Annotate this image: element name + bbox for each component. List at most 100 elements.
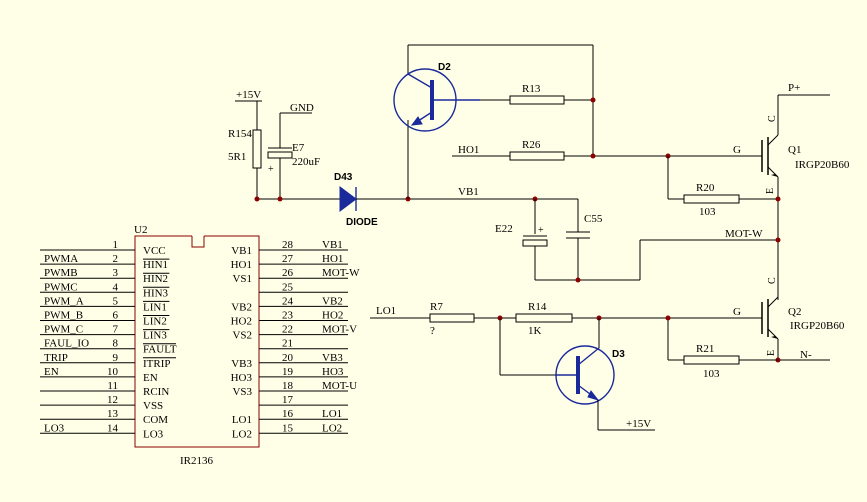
ic-pin-number: 4 [113, 281, 119, 293]
q2-ref: Q2 [788, 306, 801, 318]
ic-pin-name: VS3 [232, 386, 252, 398]
resistor-r26 [509, 151, 565, 161]
r154-ref: R154 [228, 128, 252, 140]
ic-pin-name: VB1 [231, 245, 252, 257]
capacitor-e22 [522, 239, 548, 247]
ic-pin-net: MOT-U [322, 380, 357, 392]
bootstrap-circuit: +15V R154 5R1 GND + E7 220uF D43 DIODE V… [228, 44, 778, 283]
resistor-r14 [515, 313, 573, 323]
q2-g: G [733, 306, 741, 318]
ic-pin-number: 2 [113, 253, 119, 265]
ic-pin-name: HO2 [231, 316, 252, 328]
ic-pin-name: HIN2 [143, 273, 168, 285]
ic-pin-number: 10 [107, 366, 119, 378]
r13-ref: R13 [522, 83, 541, 95]
ic-part: IR2136 [180, 455, 214, 467]
ic-pin-net: TRIP [44, 352, 68, 364]
ic-pin-number: 27 [282, 253, 294, 265]
d3-ref: D3 [612, 349, 625, 360]
igbt-q1: P+ G C E Q1 IRGP20B60 R20 103 [667, 82, 850, 300]
q1-c: C [767, 115, 778, 122]
ic-pin-number: 11 [107, 380, 118, 392]
ic-pin-name: EN [143, 372, 158, 384]
ic-pin-name: VS2 [232, 330, 252, 342]
ic-pin-number: 3 [113, 267, 119, 279]
ic-pin-number: 16 [282, 408, 294, 420]
capacitor-e7 [267, 151, 293, 159]
ic-pin-number: 7 [113, 324, 119, 336]
ic-pin-net: MOT-V [322, 324, 357, 336]
e22-plus: + [538, 225, 544, 236]
ic-pin-name: VS1 [232, 273, 252, 285]
r14-value: 1K [528, 325, 542, 337]
ic-pin-name: LO3 [143, 428, 164, 440]
ic-pin-net: HO3 [322, 366, 344, 378]
ic-pin-number: 17 [282, 394, 294, 406]
ic-pin-net: PWMC [44, 281, 78, 293]
ic-pin-name: RCIN [143, 386, 169, 398]
ic-pin-name: LO1 [232, 414, 252, 426]
q1-part: IRGP20B60 [795, 159, 850, 171]
r7-ref: R7 [430, 301, 443, 313]
resistor-r13 [509, 95, 565, 105]
ic-pin-net: LO3 [44, 422, 65, 434]
e7-value: 220uF [292, 156, 320, 168]
ic-pin-net: LO1 [322, 408, 342, 420]
ic-pin-name: ITRIP [143, 358, 171, 370]
net-pplus: P+ [788, 82, 800, 94]
ic-pin-net: VB1 [322, 239, 343, 251]
ic-pin-number: 15 [282, 422, 294, 434]
ic-pin-net: PWMB [44, 267, 78, 279]
q2-part: IRGP20B60 [790, 320, 845, 332]
supply-label-15v-top: +15V [236, 89, 261, 101]
ic-pin-name: VCC [143, 245, 166, 257]
transistor-d3: D3 [555, 345, 625, 405]
ic-pin-number: 24 [282, 295, 294, 307]
e7-ref: E7 [292, 142, 305, 154]
r7-value: ? [430, 325, 435, 337]
igbt-q2: N- G C E Q2 IRGP20B60 R21 103 [667, 277, 845, 380]
ic-pin-number: 18 [282, 380, 294, 392]
net-vb1: VB1 [458, 186, 479, 198]
ic-pin-name: LIN1 [143, 301, 167, 313]
ic-pin-name: LO2 [232, 428, 252, 440]
ic-pin-net: FAUL_IO [44, 338, 89, 350]
ic-pin-net: PWM_B [44, 310, 83, 322]
ic-pin-number: 8 [113, 338, 119, 350]
resistor-r21 [683, 355, 740, 365]
r14-ref: R14 [528, 301, 547, 313]
ic-pin-number: 23 [282, 310, 294, 322]
gnd-label: GND [290, 102, 314, 114]
ic-pin-number: 22 [282, 324, 293, 336]
r21-value: 103 [703, 368, 720, 380]
lo1-drive: LO1 R7 ? R14 1K D3 +15V [370, 301, 757, 431]
d43-value: DIODE [346, 217, 378, 228]
ic-pin-number: 1 [113, 239, 119, 251]
q1-g: G [733, 144, 741, 156]
ic-pin-name: FAULT [143, 344, 177, 356]
r20-ref: R20 [696, 182, 715, 194]
ic-pin-number: 20 [282, 352, 294, 364]
ic-pin-name: LIN2 [143, 316, 167, 328]
ic-pin-net: VB2 [322, 295, 343, 307]
resistor-r154 [252, 129, 262, 169]
r154-value: 5R1 [228, 151, 246, 163]
ic-pin-number: 19 [282, 366, 294, 378]
ic-pin-name: HIN1 [143, 259, 168, 271]
ic-pin-number: 6 [113, 310, 119, 322]
c55-ref: C55 [584, 213, 603, 225]
ic-pin-name: VB3 [231, 358, 252, 370]
resistor-r7 [429, 313, 475, 323]
ic-pin-net: PWM_C [44, 324, 83, 336]
ic-pin-name: VB2 [231, 301, 252, 313]
ic-pin-name: HIN3 [143, 287, 169, 299]
net-lo1: LO1 [376, 305, 396, 317]
ic-pin-number: 12 [107, 394, 118, 406]
r20-value: 103 [699, 206, 716, 218]
q1-e: E [765, 188, 776, 194]
ic-pin-number: 9 [113, 352, 119, 364]
ic-pin-name: LIN3 [143, 330, 167, 342]
